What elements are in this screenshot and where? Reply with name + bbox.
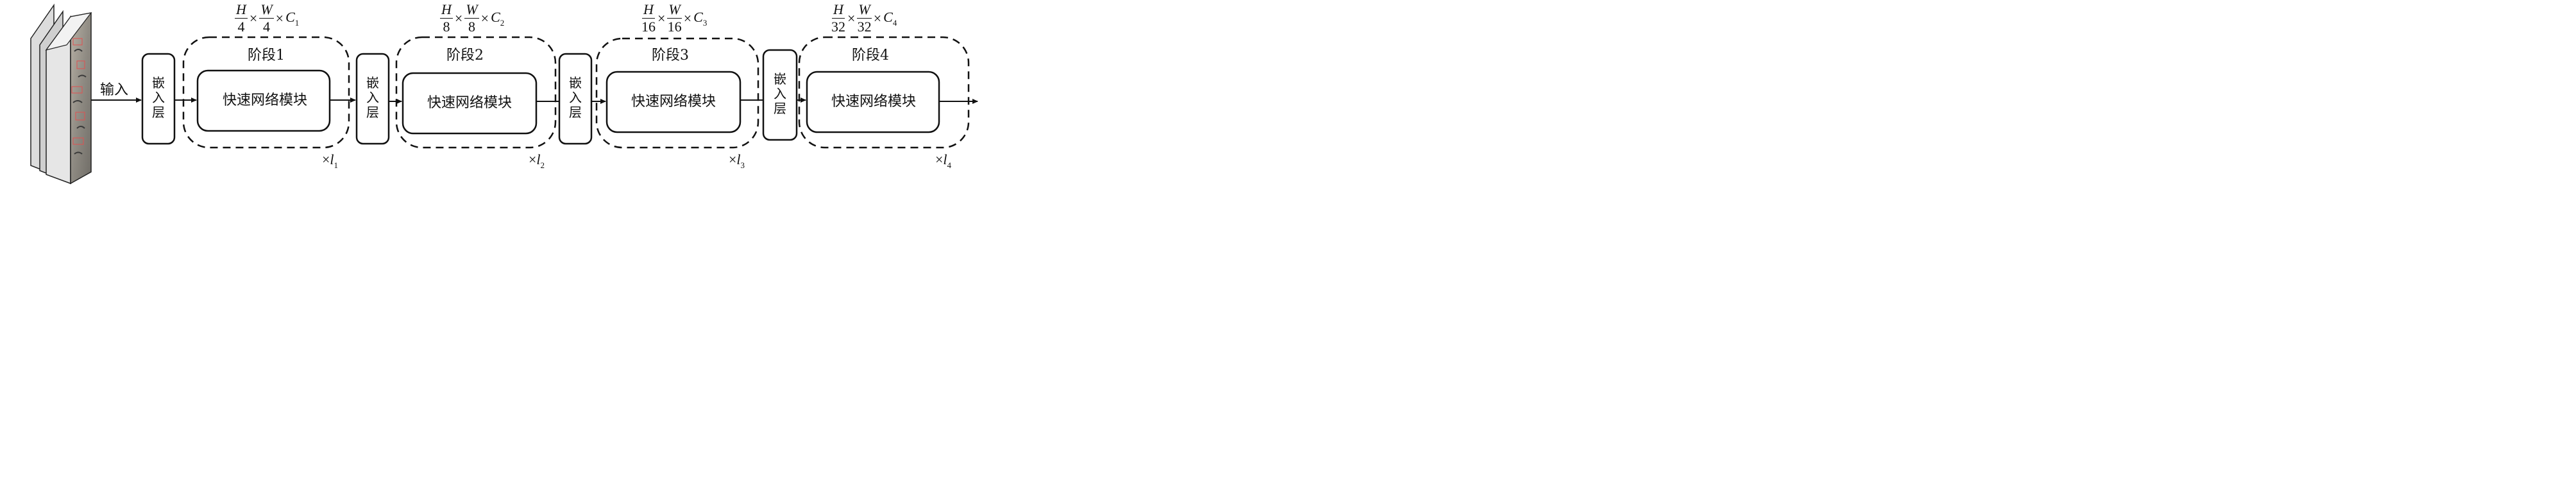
embed-layer-4 [762,49,798,141]
stage-4-name: 阶段4 [852,47,889,64]
fast-block-2-label: 快速网络模块 [427,95,513,111]
fast-block-4-label: 快速网络模块 [831,94,917,110]
embed-layer-2 [355,53,390,145]
fast-block-2 [402,72,538,135]
embed-label-char: 嵌 [774,71,786,87]
stage-3-repeat: ×l3 [729,151,745,170]
embed-label-char: 层 [569,105,582,120]
fast-block-1-label: 快速网络模块 [223,92,308,108]
stage-4-repeat: ×l4 [935,151,952,170]
stage-1-container [182,36,350,149]
stage-3-container [595,37,759,149]
embed-layer-1-label: 嵌入层 [151,76,166,120]
embed-label-char: 嵌 [152,75,165,90]
embed-label-char: 嵌 [366,75,379,90]
architecture-diagram [30,3,978,185]
fast-block-3 [606,71,741,133]
input-image-stack [30,3,92,185]
stage-2-repeat: ×l2 [529,151,545,170]
embed-layer-4-label: 嵌入层 [772,72,788,116]
embed-layer-3-label: 嵌入层 [568,76,583,120]
embed-label-char: 层 [774,101,786,116]
input-label: 输入 [100,82,129,98]
embed-label-char: 入 [152,90,165,105]
stage-2-name: 阶段2 [446,47,484,64]
embed-label-char: 层 [152,105,165,120]
stage-1-repeat: ×l1 [322,151,339,170]
embed-label-char: 入 [366,90,379,105]
embed-label-char: 嵌 [569,75,582,90]
embed-label-char: 入 [774,86,786,101]
embed-layer-2-label: 嵌入层 [365,76,380,120]
stage-2-container [395,36,557,149]
embed-layer-1 [141,53,176,145]
fast-block-3-label: 快速网络模块 [631,94,716,110]
stage-1-name: 阶段1 [248,47,285,64]
stage-3-name: 阶段3 [652,47,689,64]
stage-4-container [798,36,970,149]
embed-layer-3 [558,53,593,145]
embed-label-char: 入 [569,90,582,105]
embed-label-char: 层 [366,105,379,120]
